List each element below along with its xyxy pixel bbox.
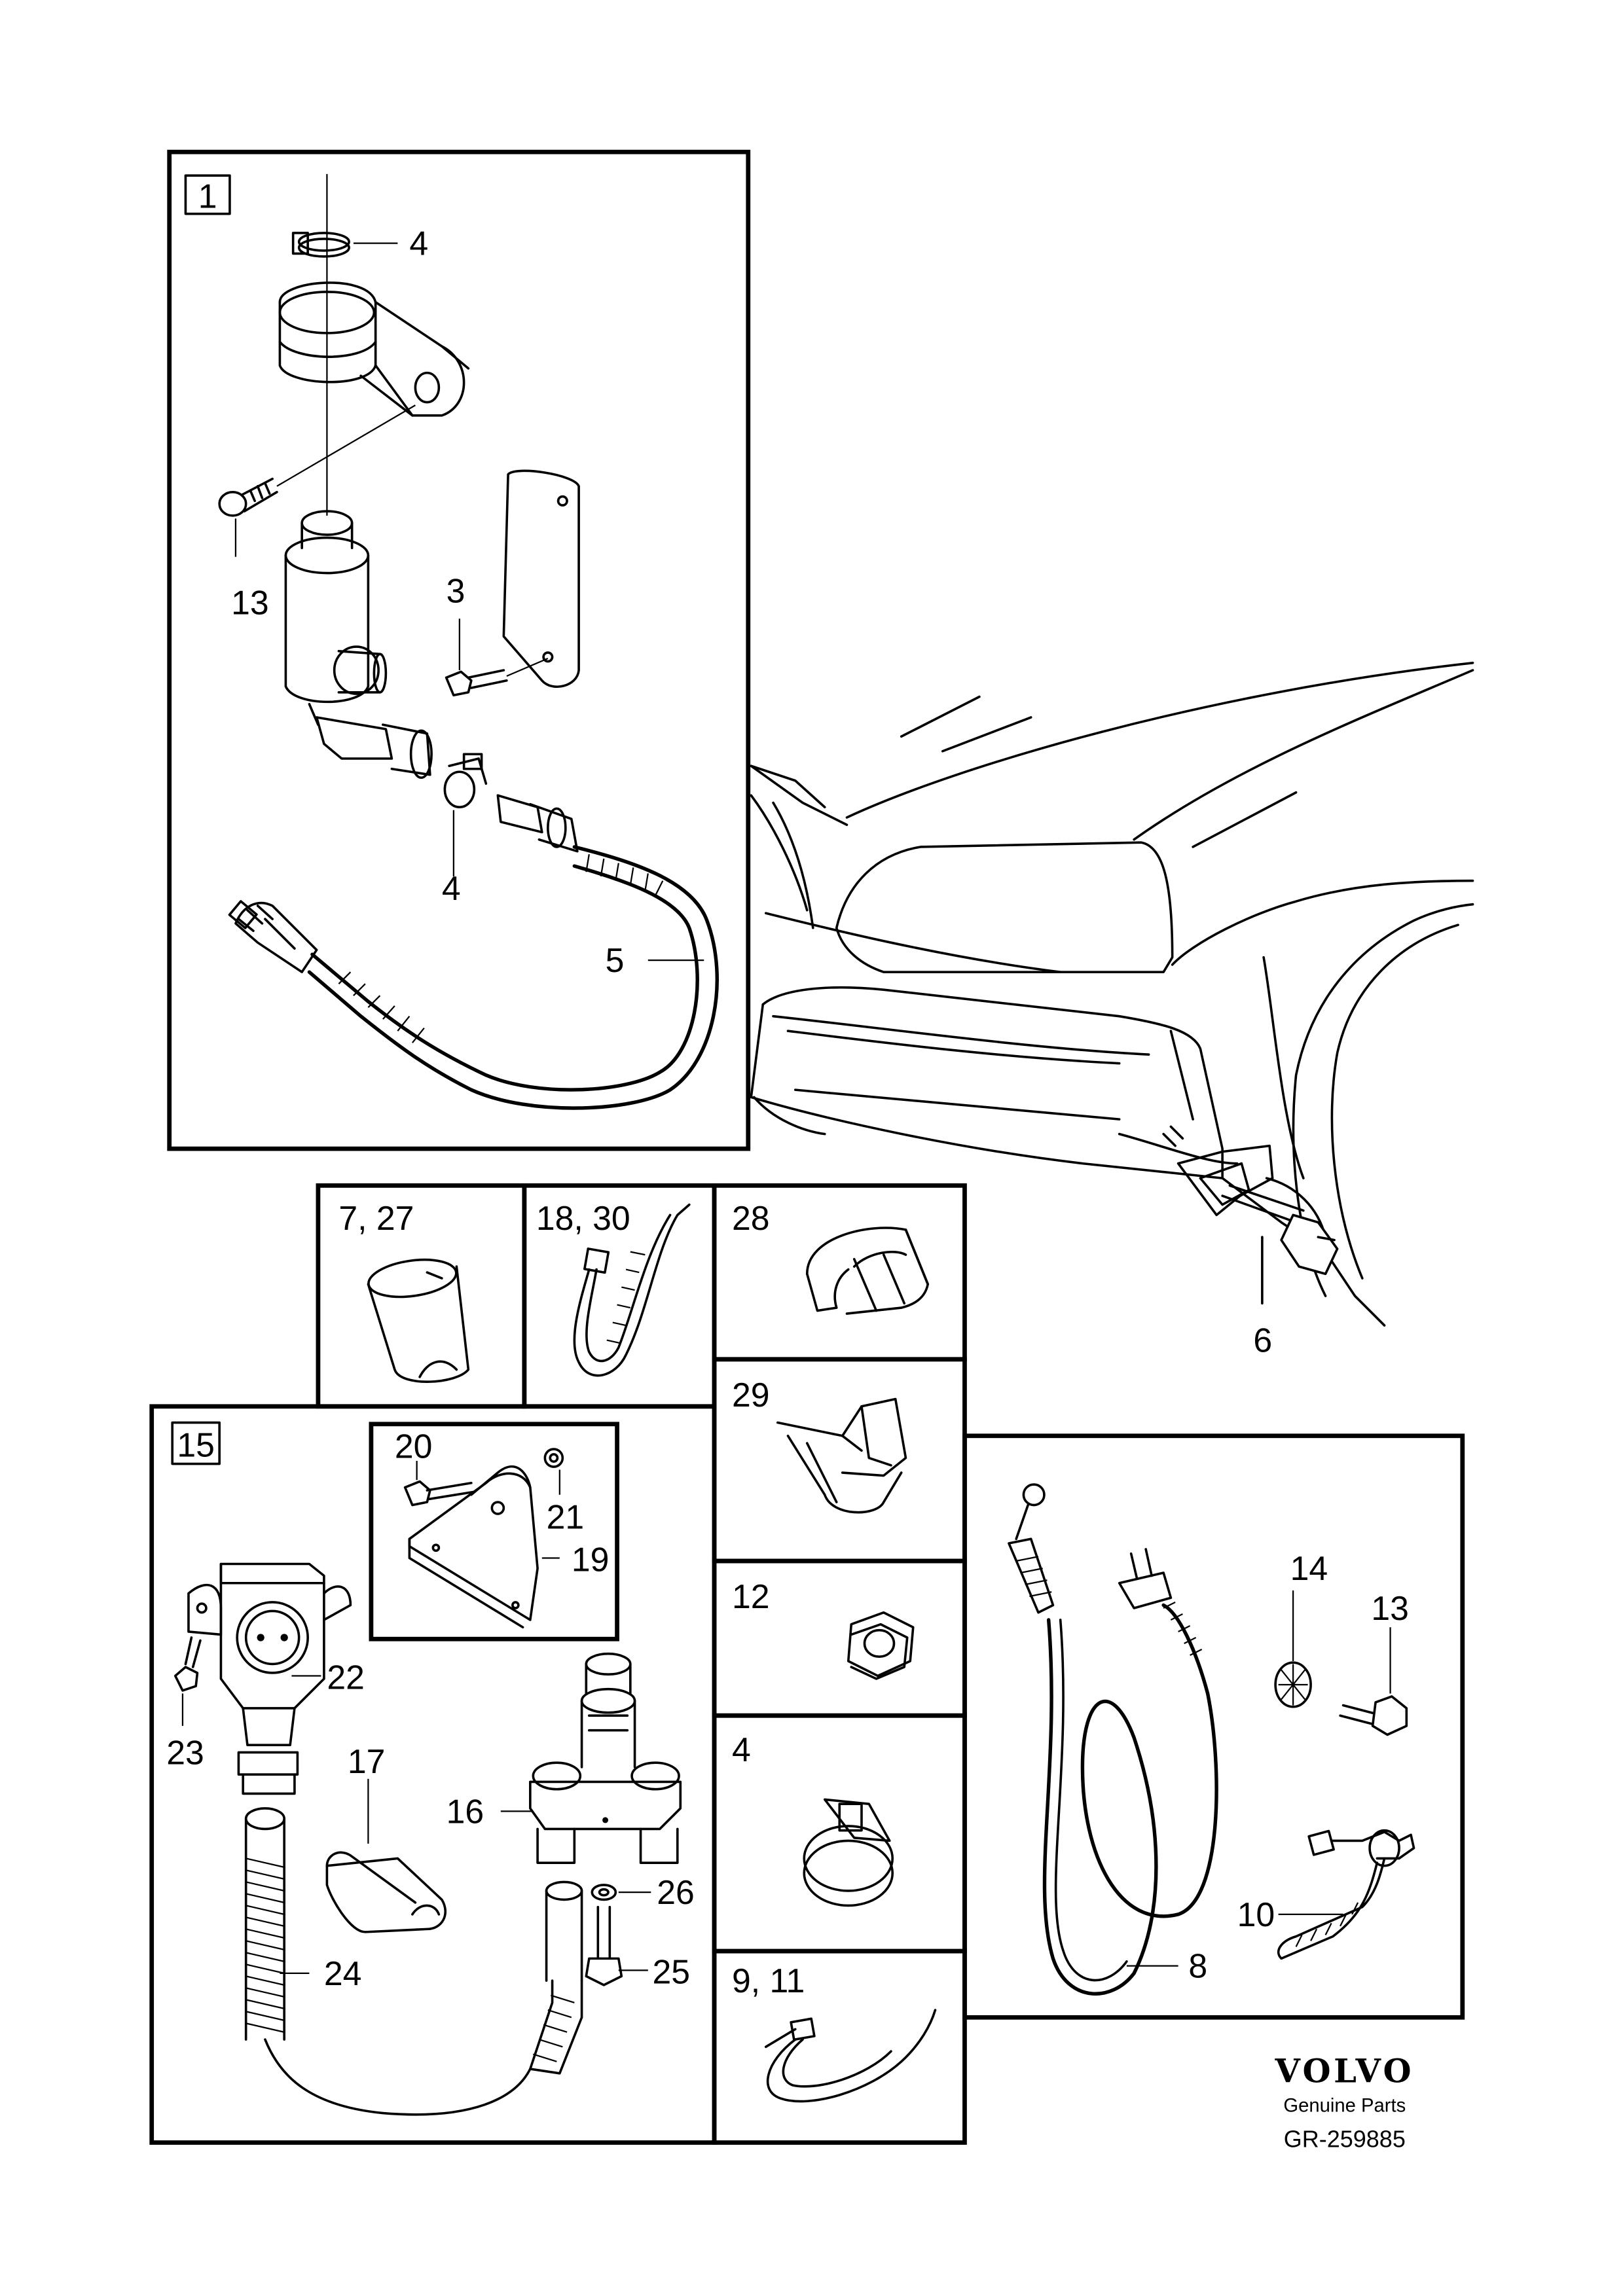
callout-10: 10 [1237,1895,1275,1933]
bolt-25-icon [585,1905,623,1986]
strap-9-11-icon [764,2009,937,2103]
cable-tie-10-icon [1277,1829,1415,1960]
bolt-20-icon [403,1480,476,1507]
screw-13-right-icon [1339,1695,1408,1736]
brand-tagline: Genuine Parts [1283,2095,1406,2116]
washer-26-icon [591,1884,617,1901]
callout-4-mid: 4 [442,869,461,907]
callout-4-top: 4 [409,224,428,262]
group-15-panel: 15 [149,1404,717,2145]
callout-labels: 4 13 3 4 5 6 7, 27 18, 30 28 29 12 4 9, … [166,224,1409,2000]
washer-14-icon [1274,1661,1312,1708]
callout-13-left: 13 [231,584,269,622]
mounting-bracket-icon [278,281,470,417]
socket-22-icon [187,1562,352,1795]
group-15-tag: 15 [177,1426,215,1463]
screw-13-left-icon [218,477,278,517]
cover-plate-icon [502,469,580,688]
nut-12-icon [847,1611,915,1680]
parts-column-right [712,1357,967,2145]
bolt-3-icon [445,669,508,697]
cable-8-icon [1008,1483,1218,1996]
callout-12: 12 [732,1577,770,1615]
hose-clamp-top-icon [291,232,350,258]
car-front-illustration [750,661,1474,1327]
bolt-23-icon [173,1636,202,1692]
group-1-panel: 1 [167,149,751,1151]
parts-row-top [316,1183,967,1409]
callout-16: 16 [447,1792,484,1830]
diagram-code: GR-259885 [1284,2125,1406,2152]
callout-13-right: 13 [1371,1589,1409,1627]
hose-24-icon [244,1807,583,2116]
callout-23: 23 [166,1733,204,1771]
cable-tie-18-30-icon [573,1203,691,1377]
clip-28-icon [805,1227,930,1315]
callout-18-30: 18, 30 [536,1199,630,1237]
callout-17: 17 [348,1742,386,1780]
valve-16-icon [529,1652,682,1864]
callout-20: 20 [395,1427,433,1465]
bracket-19-icon [408,1465,539,1629]
callout-9-11: 9, 11 [732,1962,805,2000]
callout-25: 25 [653,1953,691,1991]
callout-6: 6 [1253,1321,1272,1359]
callout-4-box: 4 [732,1731,751,1768]
cable-5-icon [228,845,719,1110]
cable-set-panel [962,1433,1465,2020]
callout-19: 19 [572,1541,610,1579]
volvo-logo: VOLVO [1274,2052,1414,2090]
callout-28: 28 [732,1199,770,1237]
callout-8: 8 [1188,1947,1207,1985]
sleeve-7-27-icon [367,1258,470,1383]
callout-5: 5 [606,941,625,979]
callout-29: 29 [732,1376,770,1414]
callout-26: 26 [657,1873,695,1911]
callout-3: 3 [447,572,465,610]
callout-22: 22 [327,1659,365,1696]
sleeve-17-icon [325,1851,447,1933]
callout-7-27: 7, 27 [338,1199,414,1237]
group-1-tag: 1 [198,177,217,215]
callout-14: 14 [1290,1549,1328,1587]
hose-connector-icon [315,716,579,853]
callout-24: 24 [324,1954,362,1992]
brand-block: VOLVO Genuine Parts GR-259885 [1274,2052,1414,2152]
hose-clamp-4-icon [803,1798,894,1907]
callout-21: 21 [547,1498,585,1536]
clip-29-icon [776,1397,907,1514]
washer-21-icon [543,1448,564,1468]
coolant-pump-icon [284,510,388,726]
